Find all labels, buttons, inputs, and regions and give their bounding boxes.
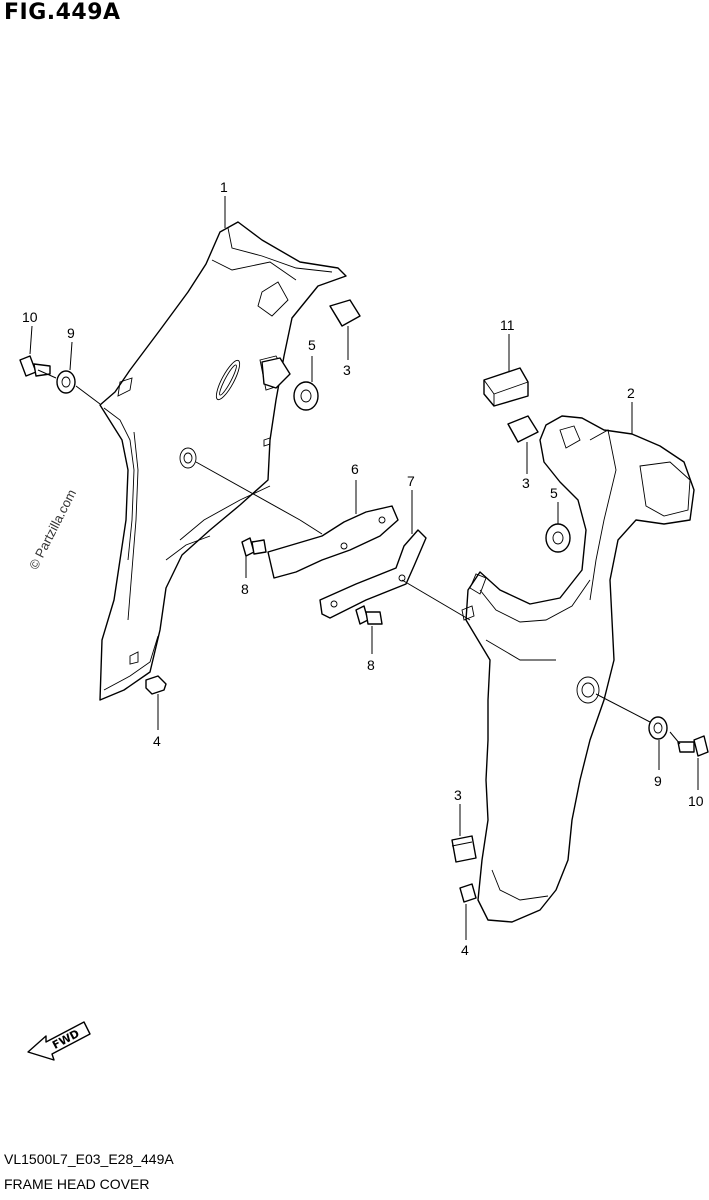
part-5-grommet-b[interactable] bbox=[545, 523, 571, 553]
part-3-cushion-c[interactable] bbox=[451, 835, 477, 863]
part-3-cushion-b[interactable] bbox=[507, 415, 539, 443]
clip-left bbox=[261, 357, 291, 389]
part-4-plug-b[interactable] bbox=[459, 883, 477, 903]
part-6-bracket[interactable] bbox=[267, 505, 399, 579]
part-1-left-cover[interactable] bbox=[99, 221, 347, 701]
figure-code: VL1500L7_E03_E28_449A bbox=[4, 1151, 174, 1167]
callout-labels: 1 2 3 3 3 4 4 5 5 6 7 8 8 9 9 10 10 11 bbox=[22, 179, 704, 958]
callout-4a: 4 bbox=[153, 733, 161, 749]
callout-11: 11 bbox=[500, 317, 515, 333]
callout-3c: 3 bbox=[454, 787, 462, 803]
callout-2: 2 bbox=[627, 385, 635, 401]
callout-7: 7 bbox=[407, 473, 415, 489]
part-9-washer-a[interactable] bbox=[56, 370, 76, 394]
fwd-label: FWD bbox=[50, 1027, 82, 1052]
callout-10a: 10 bbox=[22, 309, 38, 325]
part-4-plug-a[interactable] bbox=[145, 675, 167, 695]
callout-3b: 3 bbox=[522, 475, 530, 491]
figure-name: FRAME HEAD COVER bbox=[4, 1176, 150, 1192]
callout-9a: 9 bbox=[67, 325, 75, 341]
part-10-screw-b[interactable] bbox=[677, 735, 709, 757]
callout-5b: 5 bbox=[550, 485, 558, 501]
part-5-grommet-a[interactable] bbox=[293, 381, 319, 411]
callout-10b: 10 bbox=[688, 793, 704, 809]
part-11-pad[interactable] bbox=[483, 367, 529, 407]
part-8-bolt-a[interactable] bbox=[241, 537, 267, 557]
part-10-screw-a[interactable] bbox=[19, 355, 51, 377]
leader-lines bbox=[29, 196, 699, 940]
part-3-cushion-a[interactable] bbox=[329, 299, 361, 327]
part-7-bracket[interactable] bbox=[319, 529, 427, 619]
fwd-arrow: FWD bbox=[27, 1021, 91, 1061]
part-9-washer-b[interactable] bbox=[648, 716, 668, 740]
callout-4b: 4 bbox=[461, 942, 469, 958]
part-2-right-cover[interactable] bbox=[461, 415, 695, 923]
callout-9b: 9 bbox=[654, 773, 662, 789]
part-8-bolt-b[interactable] bbox=[355, 605, 383, 625]
figure-title: FIG.449A bbox=[4, 0, 121, 25]
callout-5a: 5 bbox=[308, 337, 316, 353]
callout-8b: 8 bbox=[367, 657, 375, 673]
callout-1: 1 bbox=[220, 179, 228, 195]
callout-3a: 3 bbox=[343, 362, 351, 378]
callout-8a: 8 bbox=[241, 581, 249, 597]
callout-6: 6 bbox=[351, 461, 359, 477]
